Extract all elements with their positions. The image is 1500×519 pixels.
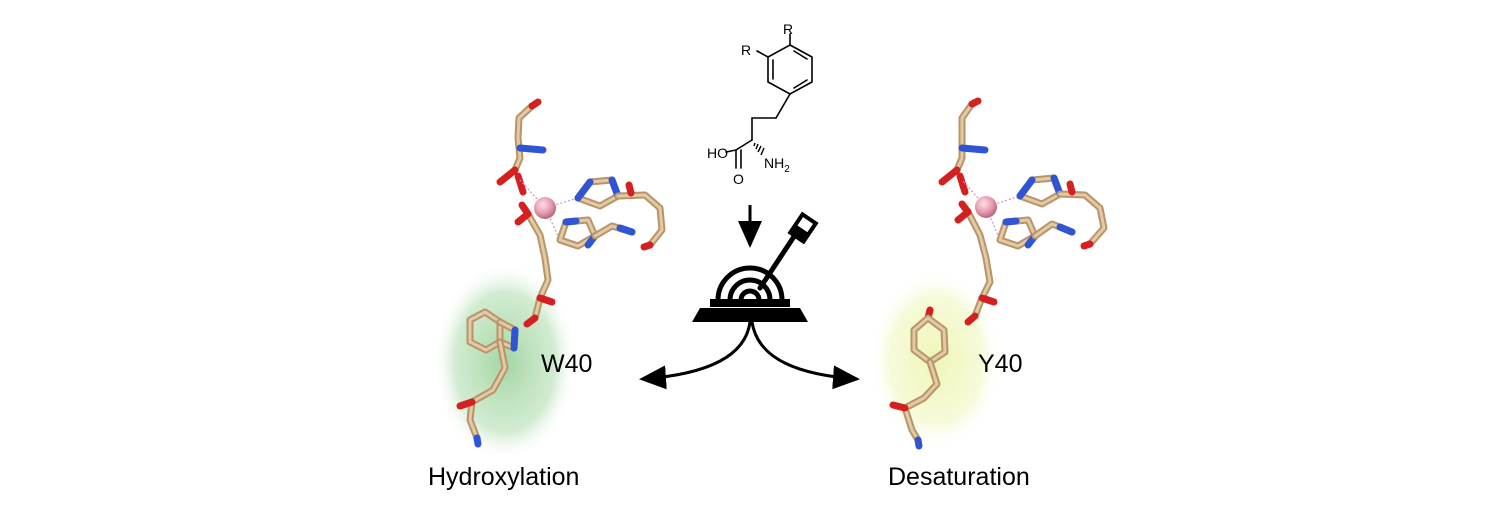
hydroxyl-label: HO xyxy=(707,145,728,161)
amine-label: NH2 xyxy=(764,155,790,175)
carbonyl-oxygen-label: O xyxy=(733,171,744,187)
desaturation-label: Desaturation xyxy=(888,463,1030,491)
metal-ion xyxy=(975,196,997,218)
switch-lever-icon xyxy=(639,211,860,390)
hashed-wedge-bond xyxy=(753,142,765,156)
substituent-r-top: R xyxy=(783,21,793,37)
residue-label-y40: Y40 xyxy=(978,350,1022,378)
metal-ion xyxy=(534,197,556,219)
residue-label-w40: W40 xyxy=(541,350,592,378)
right-active-site xyxy=(870,97,1108,450)
substituent-r-left: R xyxy=(741,42,751,58)
substrate-structure: R R HO O NH2 xyxy=(707,21,813,187)
left-active-site xyxy=(433,98,666,462)
hydroxylation-label: Hydroxylation xyxy=(428,463,579,491)
